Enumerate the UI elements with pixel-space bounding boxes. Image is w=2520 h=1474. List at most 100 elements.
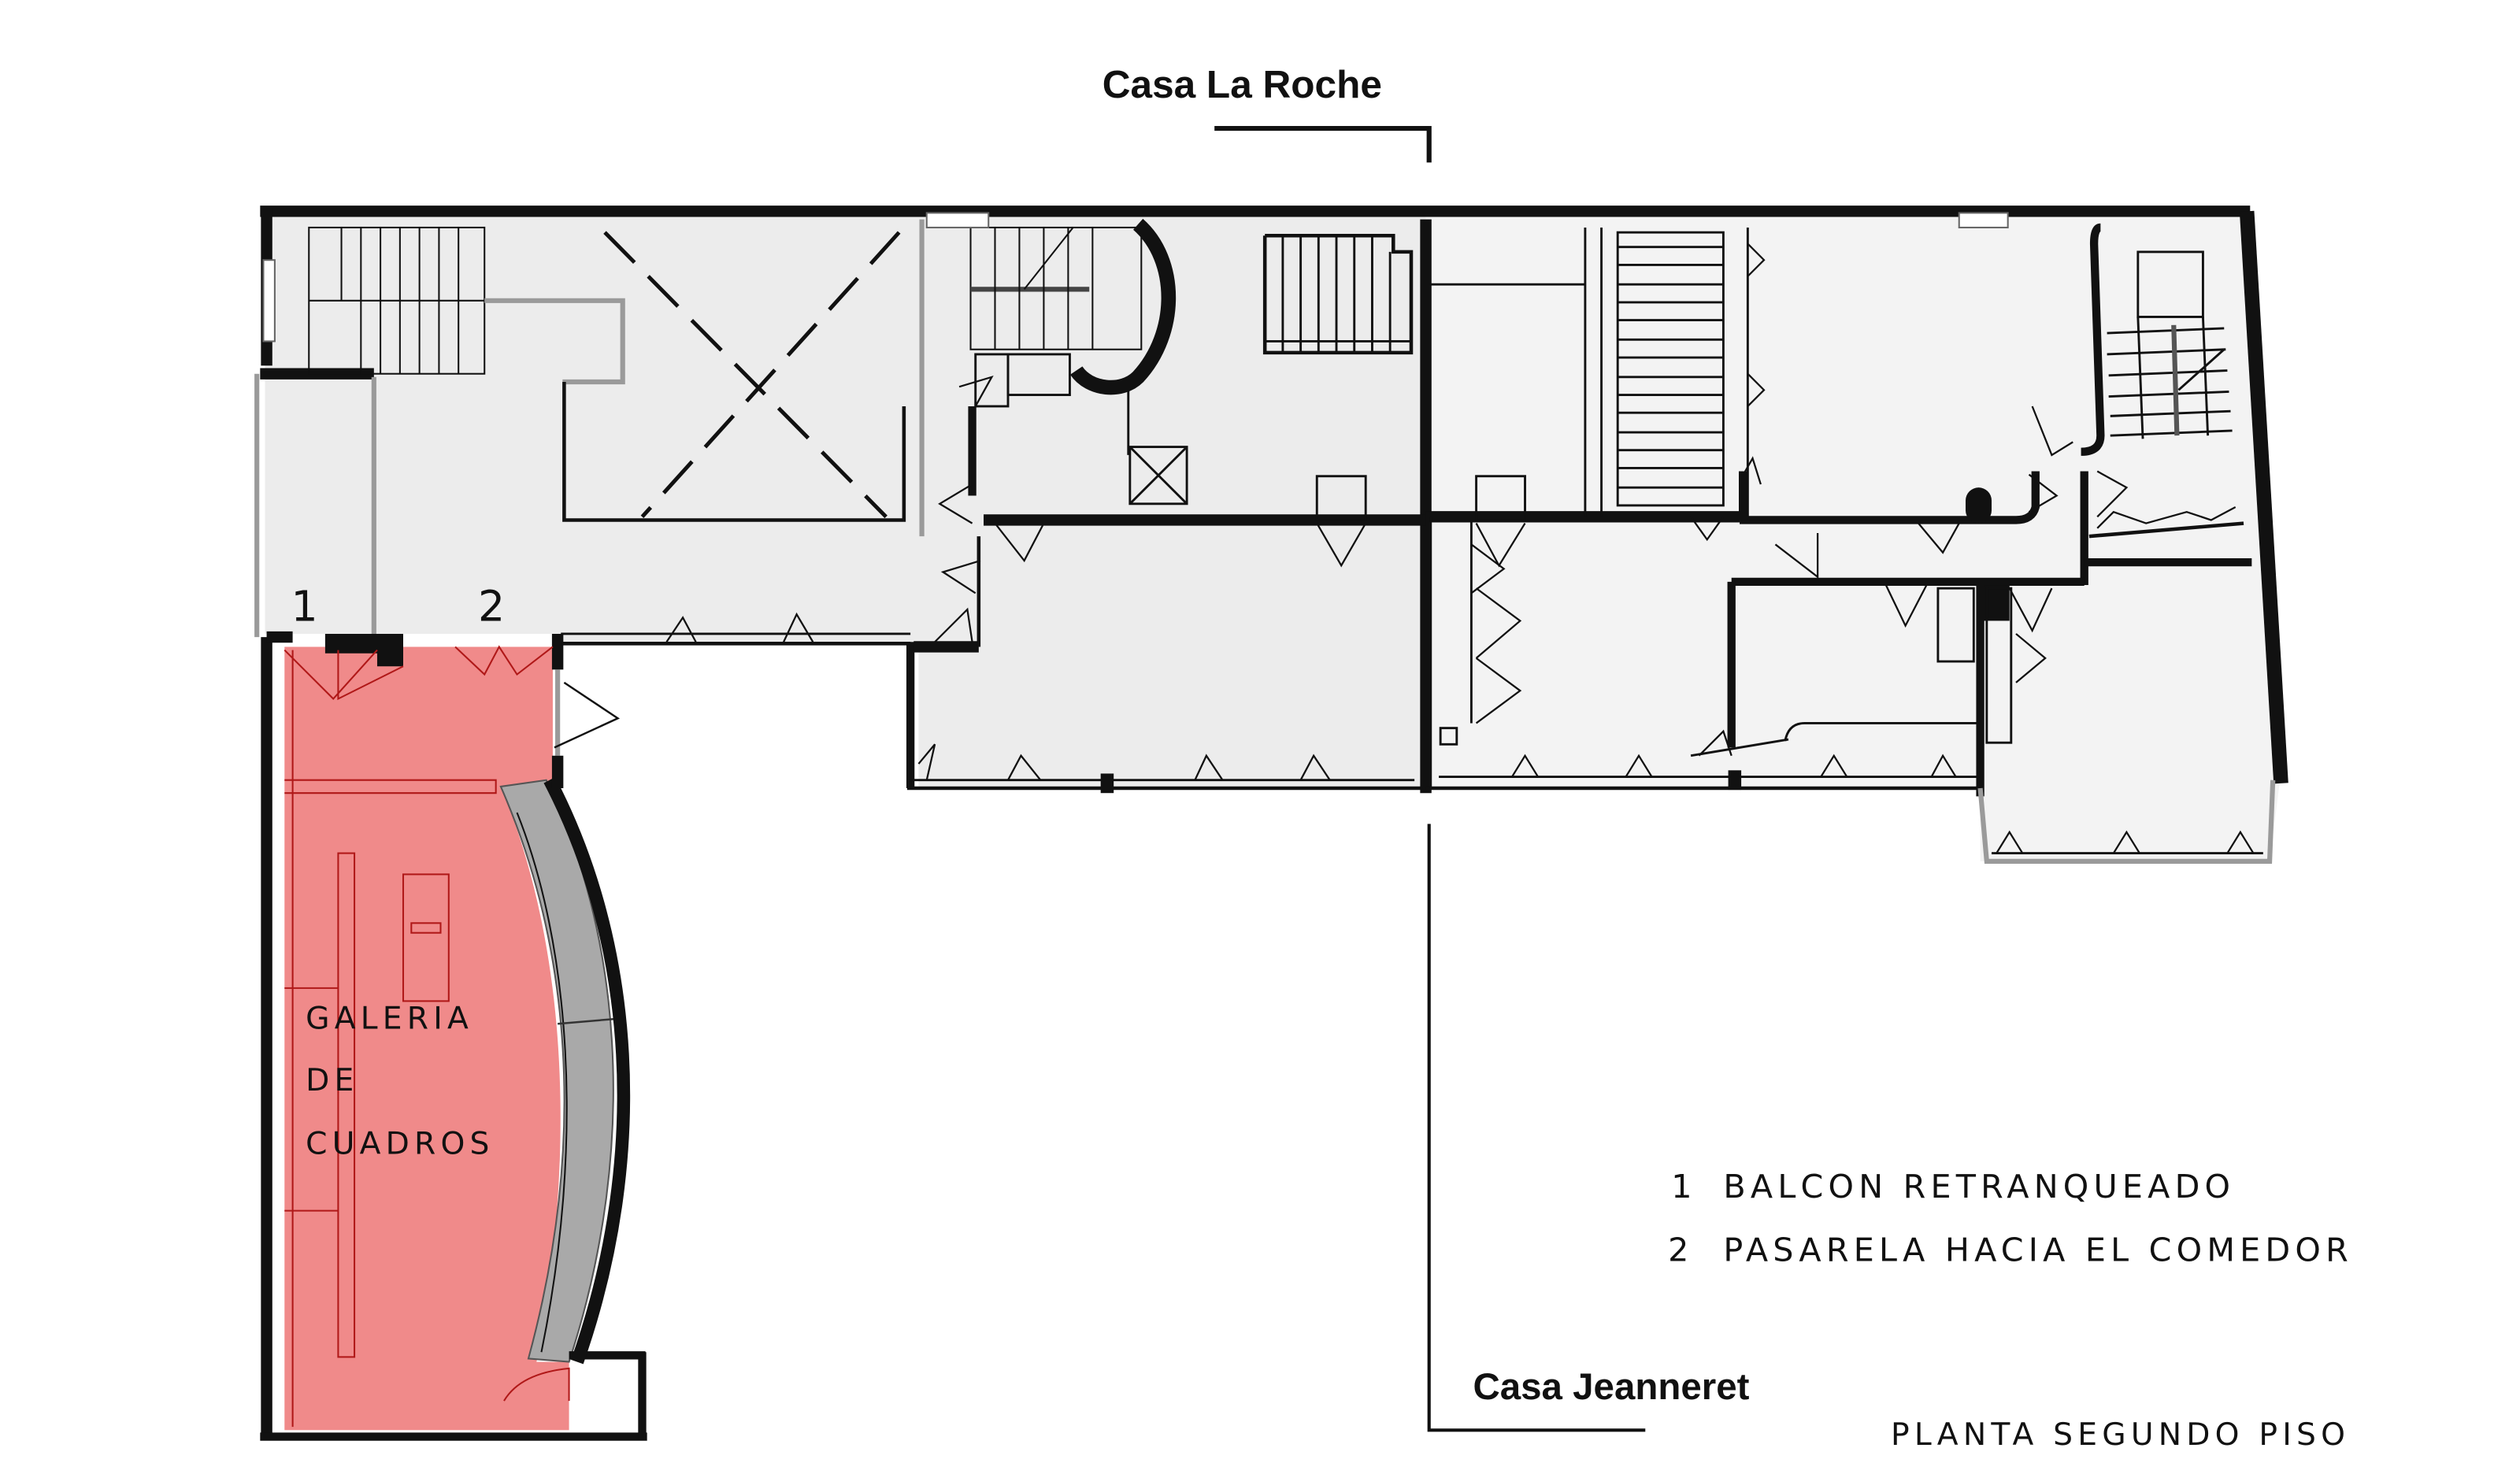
floor-la-roche-west bbox=[265, 211, 919, 643]
partition bbox=[337, 852, 356, 1358]
door-swing bbox=[1475, 657, 1522, 724]
gallery-label-line-1: GALERIA bbox=[306, 1001, 473, 1036]
door-swing bbox=[2015, 633, 2047, 683]
marker-1: 1 bbox=[291, 581, 323, 631]
door-swing bbox=[917, 743, 936, 780]
balcony-wall-block bbox=[324, 633, 403, 667]
gallery-label-line-2: DE bbox=[306, 1063, 358, 1098]
stair-outline bbox=[1262, 234, 1414, 355]
floor-fills bbox=[265, 211, 2280, 1431]
door-swing bbox=[1918, 522, 1960, 554]
casa-la-roche-label-group: Casa La Roche bbox=[1102, 63, 1432, 163]
legend-item-1-text: BALCON RETRANQUEADO bbox=[1723, 1168, 2235, 1205]
stair-handrail bbox=[2171, 324, 2180, 436]
stair-tread bbox=[2108, 390, 2229, 398]
display-case-inner bbox=[410, 922, 442, 934]
door-swing bbox=[1316, 523, 1367, 568]
counter-line bbox=[1784, 722, 1977, 742]
door-swing bbox=[665, 616, 697, 643]
door-swing bbox=[2096, 470, 2129, 518]
shelf-line bbox=[284, 779, 497, 794]
door-swing bbox=[994, 522, 1045, 563]
roof-light bbox=[925, 212, 990, 228]
casa-la-roche-label: Casa La Roche bbox=[1102, 63, 1382, 106]
stair-tread bbox=[2110, 409, 2231, 417]
marker-2: 2 bbox=[478, 581, 510, 631]
stairs bbox=[308, 218, 2233, 507]
legend-item-2-text: PASARELA HACIA EL COMEDOR bbox=[1723, 1231, 2353, 1269]
stair-arrow bbox=[2177, 348, 2225, 391]
stair-balustrade bbox=[484, 298, 625, 385]
door-swing bbox=[940, 559, 981, 594]
door-swing bbox=[2226, 830, 2255, 854]
galeria-de-cuadros-room bbox=[284, 646, 569, 1431]
stair-outline bbox=[1616, 231, 1725, 507]
stair-la-roche-east bbox=[1262, 234, 1414, 355]
shaft-cross bbox=[1128, 446, 1188, 505]
stair-tread bbox=[2108, 369, 2228, 377]
door-swing bbox=[958, 375, 994, 407]
shaft bbox=[1128, 446, 1188, 506]
stair-jeanneret-central bbox=[1616, 231, 1725, 507]
door-swing bbox=[783, 612, 814, 643]
door-swing bbox=[934, 607, 973, 643]
door-swing bbox=[1774, 532, 1819, 580]
ramp-inner-line bbox=[516, 812, 568, 1353]
legend: 1 BALCON RETRANQUEADO 2 PASARELA HACIA E… bbox=[1668, 1168, 2353, 1269]
legend-item-2-number: 2 bbox=[1668, 1231, 1693, 1269]
door-swing bbox=[2031, 406, 2073, 457]
door-swing bbox=[2028, 473, 2059, 513]
stair-tread bbox=[2110, 429, 2233, 437]
door-swing bbox=[284, 649, 378, 700]
door-swing bbox=[1996, 830, 2024, 854]
door-swing bbox=[1690, 516, 1725, 542]
column bbox=[1728, 770, 1742, 791]
casa-la-roche-leader-line bbox=[1214, 125, 1432, 163]
cupboard bbox=[1475, 475, 1526, 521]
stair-well bbox=[2136, 250, 2204, 318]
bay-window-glazing bbox=[1977, 780, 2276, 864]
casa-jeanneret-leader-line bbox=[1427, 824, 1646, 1432]
door-swing bbox=[1511, 754, 1539, 778]
door-swing bbox=[2096, 506, 2236, 529]
column bbox=[1100, 773, 1114, 794]
door-swing bbox=[1006, 754, 1042, 781]
void-edge bbox=[562, 382, 906, 522]
legend-item-1-number: 1 bbox=[1671, 1168, 1696, 1205]
door-swing bbox=[938, 483, 973, 524]
sink bbox=[1439, 727, 1458, 746]
roof-light bbox=[1958, 212, 2009, 228]
door-swing bbox=[1470, 543, 1506, 594]
stair-curved-wall bbox=[1069, 218, 1177, 395]
door-swing bbox=[454, 645, 554, 676]
chimney bbox=[1966, 487, 1992, 524]
door-swing bbox=[1747, 243, 1766, 277]
floor-jeanneret bbox=[1425, 211, 2280, 861]
door-swing bbox=[1884, 584, 1928, 628]
door-swing bbox=[1475, 587, 1522, 659]
door-swing bbox=[1930, 754, 1957, 778]
door-swing bbox=[2112, 830, 2140, 854]
void-diagonal bbox=[640, 231, 901, 518]
gallery-curved-wall bbox=[543, 776, 631, 1365]
curved-ramp bbox=[499, 779, 614, 1363]
stair-la-roche-central bbox=[969, 218, 1188, 506]
wall-line bbox=[1690, 738, 1789, 757]
gallery-label-line-3: CUADROS bbox=[306, 1126, 495, 1161]
stair-wall bbox=[2081, 223, 2105, 456]
cupboard bbox=[1936, 587, 1975, 663]
gallery-label: GALERIA DE CUADROS bbox=[306, 1001, 495, 1161]
door-swing bbox=[337, 650, 404, 701]
window bbox=[262, 259, 276, 343]
door-swing bbox=[1739, 456, 1762, 485]
void-diagonal bbox=[603, 231, 888, 519]
stair-stringer bbox=[2136, 317, 2144, 439]
cupboard bbox=[1006, 353, 1071, 396]
void-over-hall bbox=[562, 231, 906, 522]
ramp-landing-line bbox=[558, 1017, 615, 1025]
door-swing bbox=[1194, 754, 1224, 781]
door-swing bbox=[2008, 587, 2053, 633]
door-swing bbox=[503, 1367, 570, 1402]
display-case bbox=[402, 873, 450, 1002]
